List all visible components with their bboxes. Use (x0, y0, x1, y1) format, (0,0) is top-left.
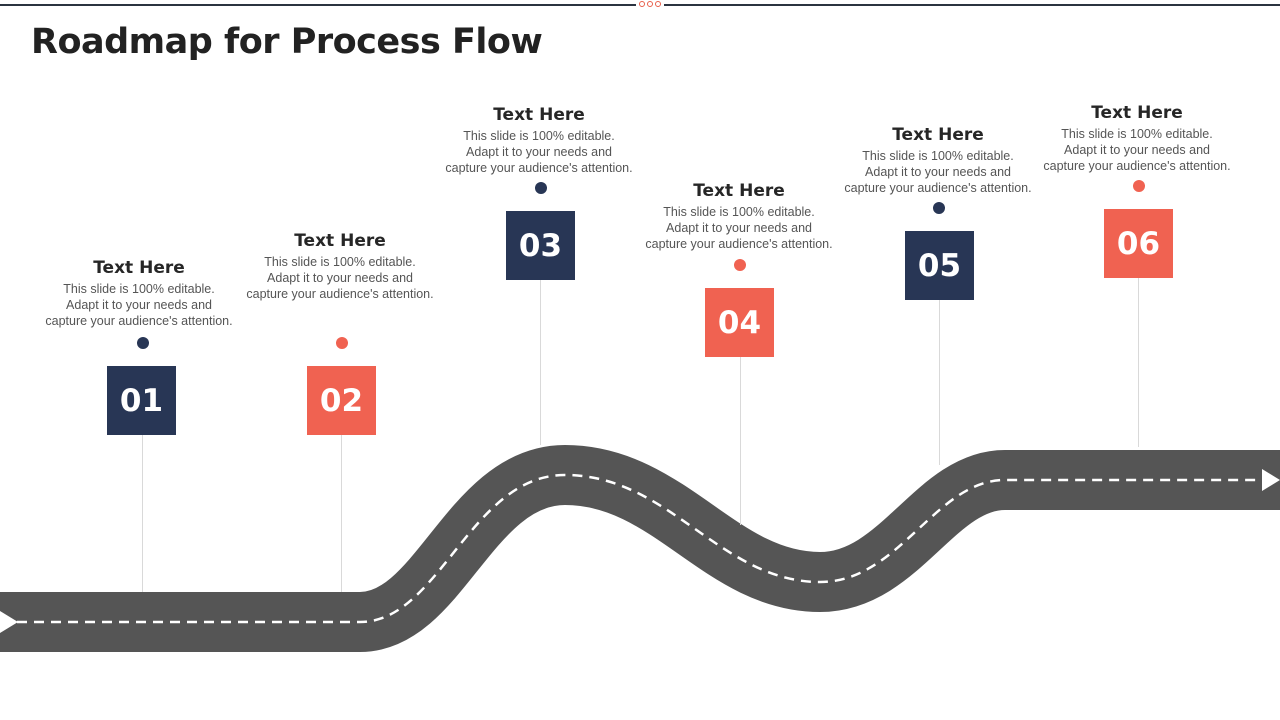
step-stem (540, 279, 541, 445)
road-end-arrow-icon (1262, 469, 1280, 491)
description-line: This slide is 100% editable. (264, 255, 416, 269)
step-stem (142, 434, 143, 592)
description-line: capture your audience's attention. (645, 237, 833, 251)
description-line: Adapt it to your needs and (666, 221, 812, 235)
step-text-block: Text Here This slide is 100% editable. A… (828, 125, 1048, 196)
step-marker-dot (734, 259, 746, 271)
step-description: This slide is 100% editable. Adapt it to… (828, 148, 1048, 196)
page-title: Roadmap for Process Flow (31, 22, 543, 62)
step-marker-dot (137, 337, 149, 349)
step-description: This slide is 100% editable. Adapt it to… (629, 204, 849, 252)
description-line: This slide is 100% editable. (663, 205, 815, 219)
step-stem (740, 355, 741, 525)
step-number-box: 02 (307, 366, 376, 435)
description-line: This slide is 100% editable. (63, 282, 215, 296)
description-line: capture your audience's attention. (45, 314, 233, 328)
step-number-box: 05 (905, 231, 974, 300)
step-heading: Text Here (693, 181, 785, 201)
step-heading: Text Here (294, 231, 386, 251)
ornament-circle-icon (655, 1, 661, 7)
step-stem (1138, 277, 1139, 447)
description-line: This slide is 100% editable. (862, 149, 1014, 163)
description-line: Adapt it to your needs and (1064, 143, 1210, 157)
step-description: This slide is 100% editable. Adapt it to… (1027, 126, 1247, 174)
step-heading: Text Here (892, 125, 984, 145)
step-number-box: 01 (107, 366, 176, 435)
step-marker-dot (336, 337, 348, 349)
description-line: Adapt it to your needs and (267, 271, 413, 285)
step-description: This slide is 100% editable. Adapt it to… (429, 128, 649, 176)
description-line: capture your audience's attention. (844, 181, 1032, 195)
description-line: capture your audience's attention. (246, 287, 434, 301)
step-heading: Text Here (493, 105, 585, 125)
description-line: capture your audience's attention. (1043, 159, 1231, 173)
step-marker-dot (1133, 180, 1145, 192)
step-heading: Text Here (93, 258, 185, 278)
top-ornament-icon (636, 1, 664, 9)
step-marker-dot (933, 202, 945, 214)
step-number-box: 03 (506, 211, 575, 280)
step-heading: Text Here (1091, 103, 1183, 123)
road-start-arrow-icon (0, 611, 18, 633)
step-text-block: Text Here This slide is 100% editable. A… (1027, 103, 1247, 174)
description-line: Adapt it to your needs and (466, 145, 612, 159)
road-center-dashes (0, 473, 1262, 624)
description-line: Adapt it to your needs and (865, 165, 1011, 179)
step-description: This slide is 100% editable. Adapt it to… (29, 281, 249, 329)
ornament-circle-icon (639, 1, 645, 7)
description-line: Adapt it to your needs and (66, 298, 212, 312)
step-marker-dot (535, 182, 547, 194)
step-description: This slide is 100% editable. Adapt it to… (230, 254, 450, 302)
ornament-circle-icon (647, 1, 653, 7)
step-stem (341, 434, 342, 592)
step-text-block: Text Here This slide is 100% editable. A… (629, 181, 849, 252)
description-line: This slide is 100% editable. (1061, 127, 1213, 141)
step-text-block: Text Here This slide is 100% editable. A… (29, 258, 249, 329)
road-surface (0, 444, 1280, 652)
step-number-box: 06 (1104, 209, 1173, 278)
step-text-block: Text Here This slide is 100% editable. A… (230, 231, 450, 302)
description-line: This slide is 100% editable. (463, 129, 615, 143)
step-number-box: 04 (705, 288, 774, 357)
description-line: capture your audience's attention. (445, 161, 633, 175)
step-stem (939, 299, 940, 465)
step-text-block: Text Here This slide is 100% editable. A… (429, 105, 649, 176)
